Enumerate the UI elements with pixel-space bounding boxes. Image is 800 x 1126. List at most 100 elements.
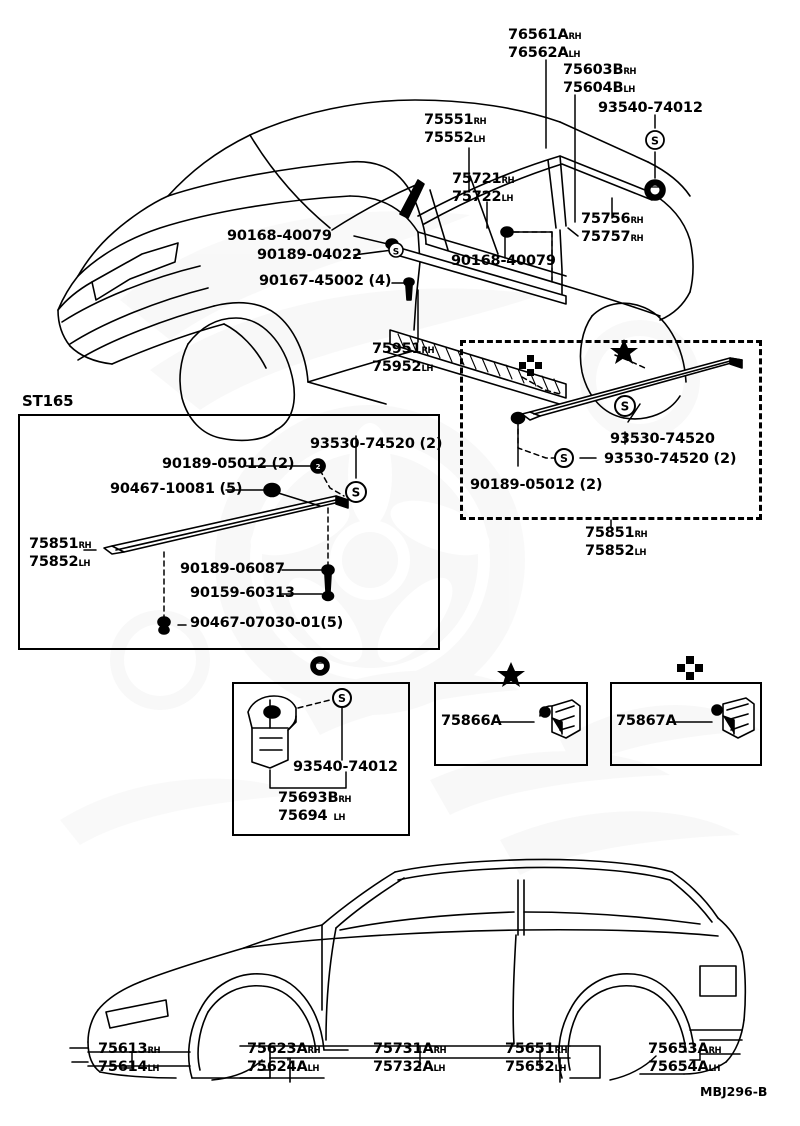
- label-75721: 75721RH: [452, 171, 515, 187]
- label-75624A: 75624ALH: [247, 1060, 319, 1075]
- label-detail1-93540-74012: 93540-74012: [293, 759, 398, 775]
- label-75721-num: 75721: [452, 171, 502, 187]
- label-75551: 75551RH: [424, 113, 487, 128]
- label-76561A-num: 76561A: [508, 27, 569, 43]
- label-90168-40079-b: 90168-40079: [451, 253, 556, 269]
- label-st165-75851: 75851RH: [29, 536, 92, 552]
- label-75756-num: 75756: [581, 211, 631, 227]
- label-76561A-side: RH: [568, 32, 582, 42]
- label-75757-num: 75757: [581, 229, 631, 245]
- label-st165-93530-74520-2: 93530-74520 (2): [310, 436, 443, 452]
- label-st165-75851-side: RH: [78, 541, 92, 551]
- svg-text:S: S: [338, 692, 346, 705]
- label-75951: 75951RH: [372, 341, 435, 357]
- label-75604B-num: 75604B: [563, 80, 624, 96]
- label-75551-side: RH: [473, 117, 487, 127]
- label-75651-side: RH: [554, 1046, 568, 1056]
- label-75732A: 75732ALH: [373, 1060, 445, 1075]
- label-75623A: 75623ARH: [247, 1041, 321, 1057]
- label-75651: 75651RH: [505, 1041, 568, 1057]
- label-75603B-side: RH: [623, 67, 636, 77]
- label-st165-90467-10081-5: 90467-10081 (5): [110, 481, 243, 497]
- label-75603B-num: 75603B: [563, 62, 624, 78]
- svg-text:S: S: [352, 486, 361, 500]
- label-75757: 75757RH: [581, 229, 644, 245]
- label-dash-90189-05012-2: 90189-05012 (2): [470, 477, 603, 493]
- label-75653A-side: RH: [708, 1046, 722, 1056]
- label-75624A-side: LH: [307, 1064, 319, 1074]
- label-dash-75851-num: 75851: [585, 525, 635, 541]
- label-75604B: 75604BLH: [563, 81, 635, 96]
- detail-box-clip-75866A: [434, 682, 588, 766]
- svg-text:S: S: [393, 248, 399, 258]
- label-detail1-75694-num: 75694: [278, 808, 328, 824]
- label-st165-90189-06087: 90189-06087: [180, 561, 285, 577]
- st165-box-title: ST165: [22, 392, 74, 410]
- label-dash-caption-75852: 75852LH: [585, 544, 646, 559]
- svg-text:2: 2: [316, 463, 321, 471]
- label-detail1-75693B: 75693BRH: [278, 791, 351, 806]
- label-75651-num: 75651: [505, 1041, 555, 1057]
- label-75623A-num: 75623A: [247, 1041, 308, 1057]
- label-75721-side: RH: [501, 176, 515, 186]
- label-75614-side: LH: [147, 1064, 159, 1074]
- label-75757-side: RH: [630, 234, 644, 244]
- label-75613-side: RH: [147, 1046, 161, 1056]
- label-dash-75851-side: RH: [634, 530, 648, 540]
- label-75732A-side: LH: [433, 1064, 445, 1074]
- label-75652: 75652LH: [505, 1060, 566, 1075]
- label-90168-40079-a: 90168-40079: [227, 228, 332, 244]
- label-75731A-num: 75731A: [373, 1041, 434, 1057]
- label-75952: 75952LH: [372, 360, 433, 375]
- label-75623A-side: RH: [307, 1046, 321, 1056]
- label-dash-93530-74520-2: 93530-74520 (2): [604, 451, 737, 467]
- label-76561A: 76561ARH: [508, 27, 582, 43]
- label-75654A: 75654ALH: [648, 1060, 720, 1075]
- st165-box: [18, 414, 440, 650]
- label-75951-side: RH: [421, 346, 435, 356]
- label-dash-93530-74520: 93530-74520: [610, 431, 715, 447]
- label-st165-90467-07030-01: 90467-07030-01(5): [190, 615, 344, 631]
- label-75731A: 75731ARH: [373, 1041, 447, 1057]
- label-75756: 75756RH: [581, 211, 644, 227]
- label-dash-75852-num: 75852: [585, 543, 635, 559]
- label-75654A-num: 75654A: [648, 1059, 709, 1075]
- label-90189-04022: 90189-04022: [257, 247, 362, 263]
- label-75624A-num: 75624A: [247, 1059, 308, 1075]
- label-75722: 75722LH: [452, 190, 513, 205]
- label-75653A-num: 75653A: [648, 1041, 709, 1057]
- label-75652-side: LH: [554, 1064, 566, 1074]
- label-dash-75852-side: LH: [634, 548, 646, 558]
- label-75613: 75613RH: [98, 1041, 161, 1057]
- label-st165-90159-60313: 90159-60313: [190, 585, 295, 601]
- label-76562A-side: LH: [568, 50, 580, 60]
- label-detail2-75866A: 75866A: [441, 713, 502, 729]
- label-st165-75852-side: LH: [78, 559, 90, 569]
- label-90167-45002: 90167-45002 (4): [259, 273, 392, 289]
- label-75951-num: 75951: [372, 341, 422, 357]
- label-st165-75851-num: 75851: [29, 536, 79, 552]
- label-st165-90189-05012-2: 90189-05012 (2): [162, 456, 295, 472]
- label-93540-74012-top: 93540-74012: [598, 100, 703, 116]
- label-detail1-75693B-side: RH: [338, 795, 351, 805]
- label-detail3-75867A: 75867A: [616, 713, 677, 729]
- label-75653A: 75653ARH: [648, 1041, 722, 1057]
- label-75613-num: 75613: [98, 1041, 148, 1057]
- label-75603B: 75603BRH: [563, 63, 636, 78]
- label-75722-num: 75722: [452, 189, 502, 205]
- label-75732A-num: 75732A: [373, 1059, 434, 1075]
- label-75552: 75552LH: [424, 131, 485, 146]
- alt-variant-dashed-box: [460, 340, 762, 520]
- svg-text:S: S: [560, 452, 568, 465]
- label-75614-num: 75614: [98, 1059, 148, 1075]
- label-76562A: 76562ALH: [508, 46, 580, 61]
- diagram-code: MBJ296-B: [700, 1084, 768, 1099]
